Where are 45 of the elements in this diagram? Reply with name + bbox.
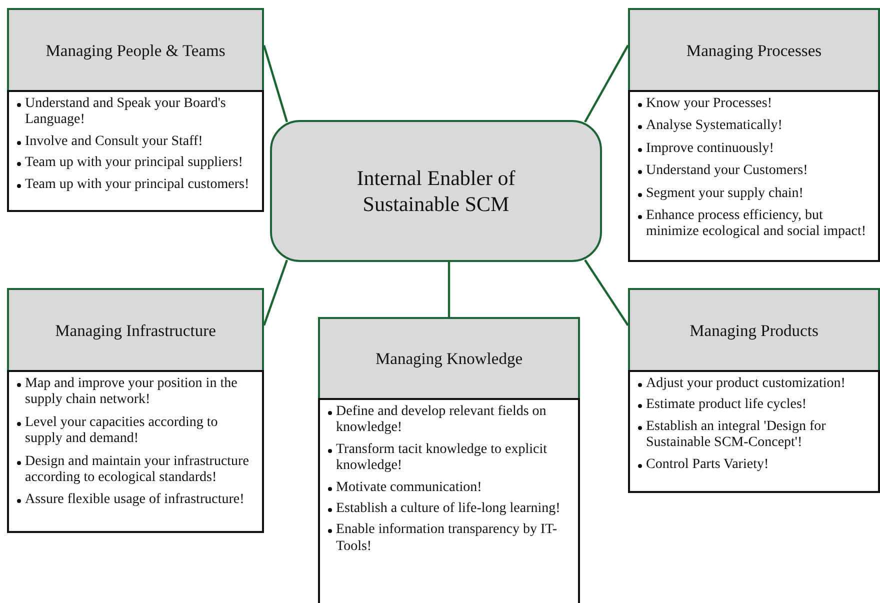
category-header-box [628, 288, 880, 371]
central-rounded-box [270, 120, 602, 262]
connector-line [262, 260, 288, 326]
bullet-item: Establish an integral 'Design for Sustainable SCM-Concept'! [646, 418, 827, 452]
bullet-item: Level your capacities according to supply and demand! [25, 414, 219, 448]
bullet-item: Design and maintain your infrastructure according to ecological standards! [25, 454, 250, 486]
bullet-item: Estimate product life cycles! [646, 397, 807, 414]
bullet-item: Improve continuously! [646, 140, 774, 158]
bullet-item: Team up with your principal customers! [25, 176, 250, 193]
bullet-item: Know your Processes! [646, 96, 772, 112]
category-header-box [628, 8, 880, 91]
bullet-item: Motivate communication! [336, 480, 482, 496]
bullet-item: Assure flexible usage of infrastructure! [25, 492, 244, 509]
connector-line [584, 259, 629, 326]
bullet-item: Understand your Customers! [646, 163, 808, 180]
bullet-item: Control Parts Variety! [646, 456, 769, 473]
bullet-item: Map and improve your position in the supply chain network! [25, 376, 238, 409]
bullet-item: Team up with your principal suppliers! [25, 155, 243, 172]
central-title: Internal Enabler of Sustainable SCM [356, 164, 516, 218]
bullet-item: Involve and Consult your Staff! [25, 134, 203, 150]
category-title: Managing Infrastructure [55, 320, 216, 340]
bullet-item: Understand and Speak your Board's Language! [25, 96, 227, 129]
bullet-item: Define and develop relevant fields on knowledge! [336, 404, 548, 437]
category-title: Managing Processes [686, 40, 822, 60]
connector-line [584, 44, 629, 123]
category-title: Managing Products [690, 320, 818, 340]
bullet-list-box [628, 90, 880, 262]
connector-line [448, 262, 450, 317]
bullet-item: Analyse Systematically! [646, 118, 782, 135]
bullet-list-box [7, 370, 264, 533]
category-title: Managing People & Teams [46, 40, 226, 60]
bullet-item: Adjust your product customization! [646, 376, 846, 392]
bullet-item: Transform tacit knowledge to explicit knowledge! [336, 442, 548, 474]
category-header-box [7, 288, 264, 371]
bullet-list-box [7, 90, 264, 212]
bullet-list-box [318, 398, 580, 603]
bullet-item: Segment your supply chain! [646, 186, 804, 202]
category-title: Managing Knowledge [375, 349, 523, 369]
connector-line [262, 45, 288, 122]
category-header-box [318, 317, 580, 399]
category-header-box [7, 8, 264, 91]
bullet-item: Establish a culture of life-long learning! [336, 500, 560, 518]
bullet-item: Enhance process efficiency, but minimize ecological and social impact! [646, 208, 868, 241]
bullet-list-box [628, 370, 880, 493]
bullet-item: Enable information transparency by IT-Tools! [336, 522, 558, 555]
